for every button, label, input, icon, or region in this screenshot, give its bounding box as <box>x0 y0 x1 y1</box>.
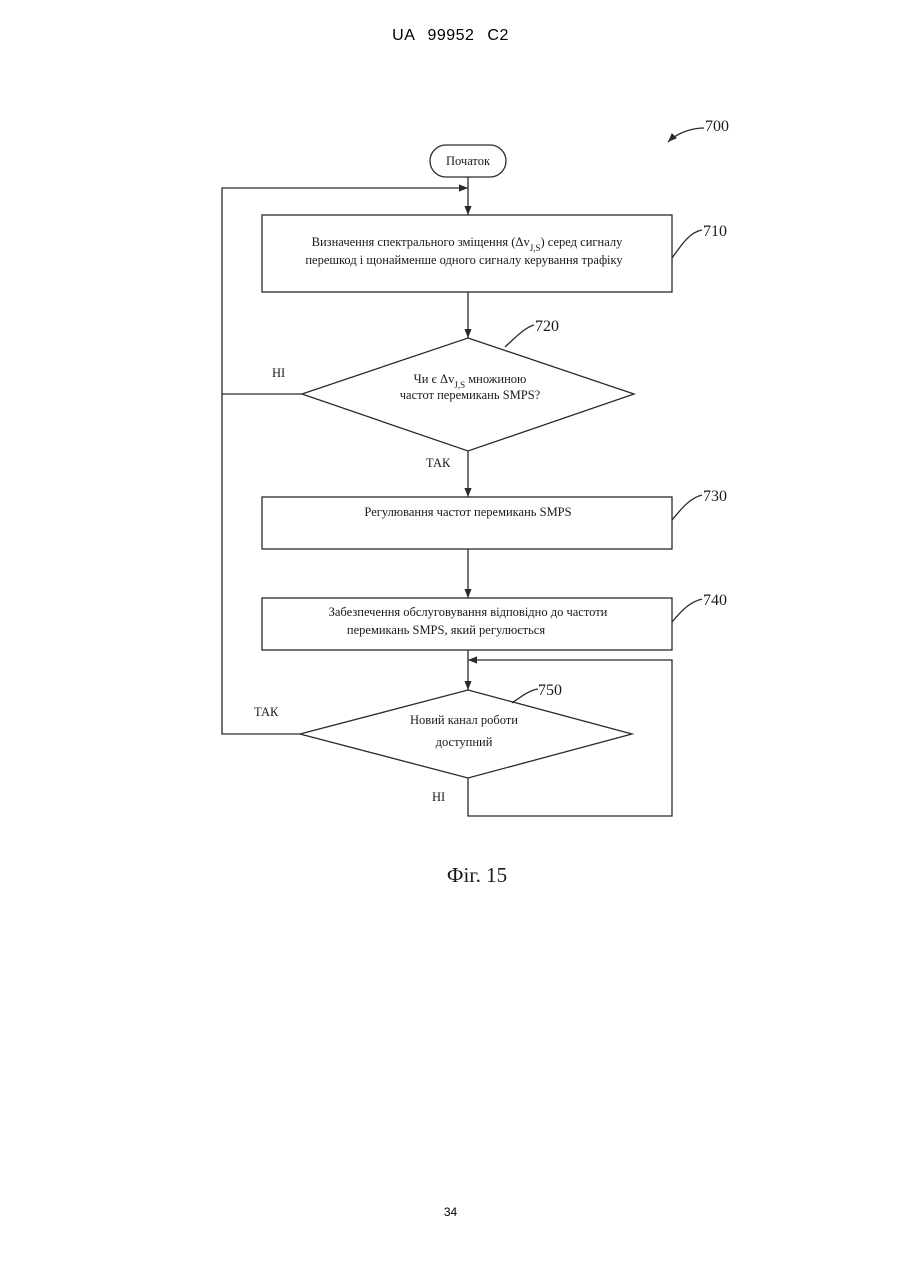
decision-720-ref: 720 <box>535 318 559 335</box>
step-740-leader <box>672 599 702 622</box>
start-label: Початок <box>446 154 491 168</box>
figure-caption: Фіг. 15 <box>447 863 507 887</box>
decision-750-line1: Новий канал роботи <box>410 713 518 727</box>
step-710-ref: 710 <box>703 223 727 240</box>
step-730-label: Регулювання частот перемикань SMPS <box>364 505 571 519</box>
figure-ref-700: 700 <box>668 118 729 142</box>
decision-750-diamond: Новий канал роботи доступний 750 <box>300 682 632 778</box>
decision-720-line1-a: Чи є Δv <box>414 372 455 386</box>
step-710-line1-a: Визначення спектрального зміщення (Δv <box>312 235 531 249</box>
step-710-box: Визначення спектрального зміщення (ΔvJ,S… <box>262 215 727 292</box>
step-710-leader <box>672 230 702 258</box>
step-730-leader <box>672 495 702 520</box>
step-740-line1: Забезпечення обслуговування відповідно д… <box>329 605 608 619</box>
decision-720-diamond: Чи є ΔvJ,S множиною частот перемикань SM… <box>302 318 634 451</box>
step-740-line2: перемикань SMPS, який регулюється <box>347 623 545 637</box>
page-number: 34 <box>0 1205 901 1219</box>
decision-720-line1-b: множиною <box>465 372 526 386</box>
decision-750-leader <box>512 689 538 703</box>
decision-720-leader <box>505 325 534 347</box>
step-740-box: Забезпечення обслуговування відповідно д… <box>262 592 727 650</box>
figure-ref-label: 700 <box>705 118 729 135</box>
step-710-line1-sub: J,S <box>530 243 541 253</box>
edge-750-yes-label: ТАК <box>254 705 279 719</box>
edge-750-yes-loop <box>222 394 300 734</box>
edge-720-yes-label: ТАК <box>426 456 451 470</box>
step-730-ref: 730 <box>703 488 727 505</box>
decision-750-line2: доступний <box>436 735 493 749</box>
decision-720-line2: частот перемикань SMPS? <box>400 388 541 402</box>
step-730-box: Регулювання частот перемикань SMPS 730 <box>262 488 727 549</box>
edge-720-no-label: НІ <box>272 366 285 380</box>
step-740-ref: 740 <box>703 592 727 609</box>
edge-750-no-label: НІ <box>432 790 445 804</box>
step-710-line1-b: ) серед сигналу <box>541 235 624 249</box>
step-710-line2: перешкод і щонайменше одного сигналу кер… <box>305 253 623 267</box>
decision-750-ref: 750 <box>538 682 562 699</box>
start-node: Початок <box>430 145 506 177</box>
